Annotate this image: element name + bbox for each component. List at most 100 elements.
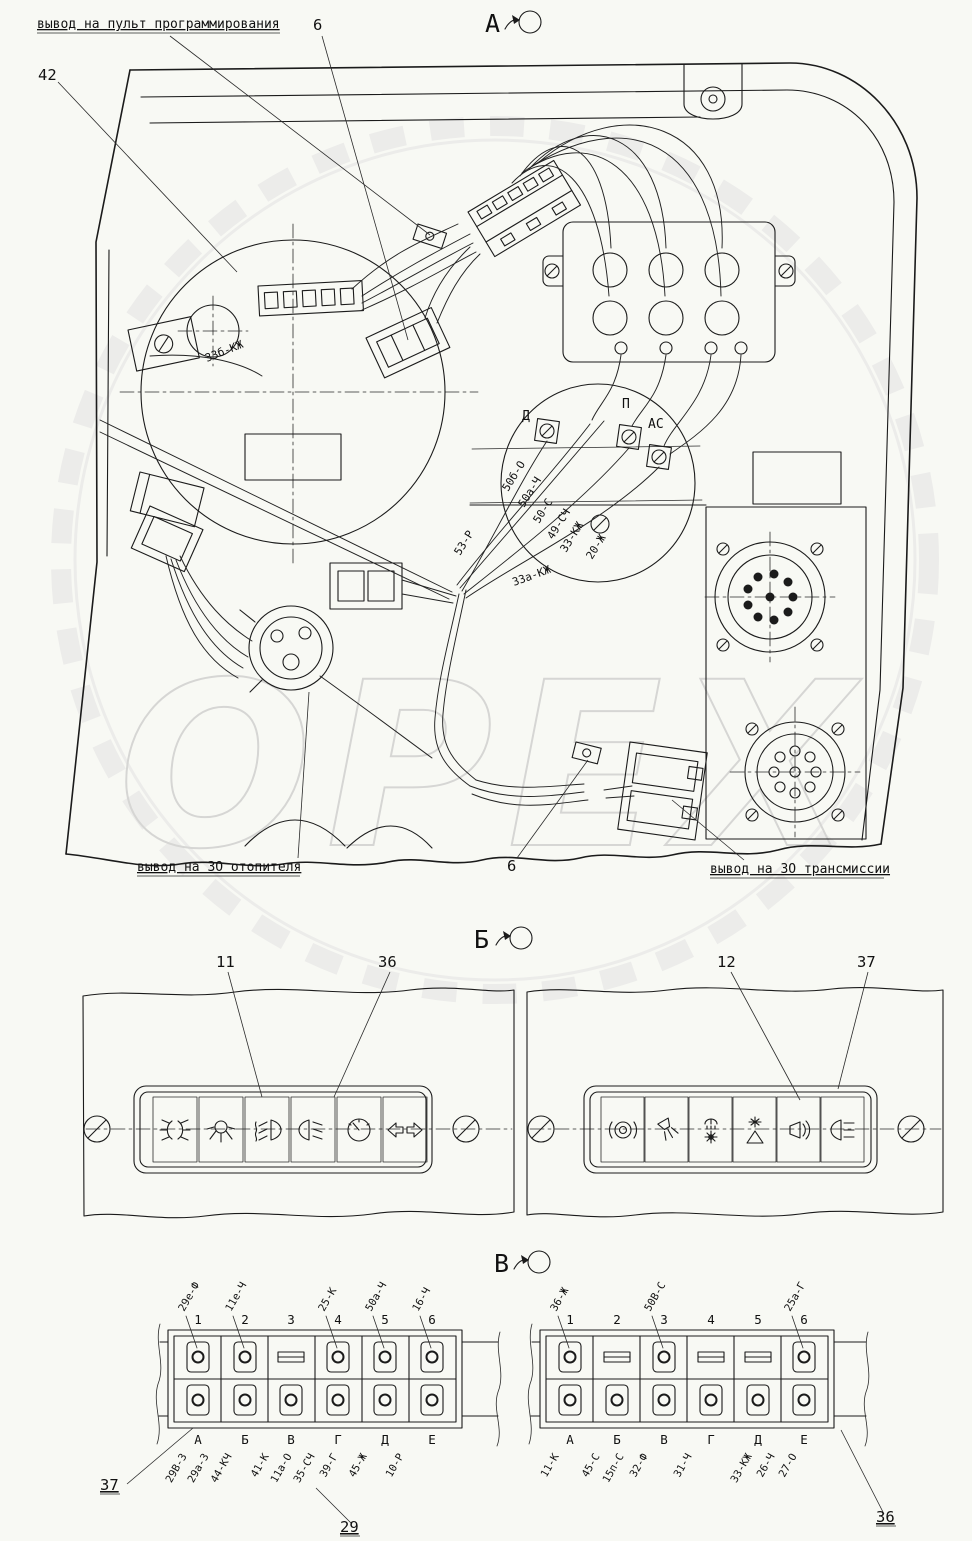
instrument-cluster-opening xyxy=(140,239,446,545)
work-light-icon xyxy=(206,1120,236,1143)
pin-number: 1 xyxy=(566,1312,574,1327)
mid-connector xyxy=(329,562,403,610)
wire-tag: 39-Г xyxy=(318,1452,341,1480)
wire-tag: 10-Р xyxy=(384,1452,407,1480)
terminal xyxy=(186,1341,210,1373)
pin-number: 6 xyxy=(428,1312,436,1327)
programming-connector xyxy=(257,280,364,317)
pin-letter: Б xyxy=(241,1432,249,1447)
connector-left-top-tags: 29е-Ф 11е-Ч 25-К 50а-Ч 16-Ч xyxy=(176,1280,433,1313)
screw-icon xyxy=(745,722,845,822)
tag-leaders xyxy=(185,1315,432,1349)
terminal xyxy=(420,1384,444,1416)
watermark-text: ОРЕХ xyxy=(118,633,866,899)
callout-leaders xyxy=(100,1427,896,1537)
terminal xyxy=(746,1384,770,1416)
pin-letter: Е xyxy=(428,1432,436,1447)
view-v: В xyxy=(100,1249,896,1537)
pin-letter: Б xyxy=(613,1432,621,1447)
terminal xyxy=(373,1341,397,1373)
bolt xyxy=(590,514,610,534)
view-a-title: А xyxy=(485,9,500,38)
callout-programming: вывод на пульт программирования xyxy=(37,17,280,32)
harness-connector-top xyxy=(467,159,582,258)
empty-slot xyxy=(603,1351,631,1363)
callout-6-top: 6 xyxy=(313,16,322,34)
front-fog-light-icon xyxy=(254,1119,282,1142)
cable-clamp-bottom xyxy=(571,741,602,765)
empty-slot xyxy=(744,1351,772,1363)
wire-tag: 26-Ч xyxy=(755,1452,778,1480)
terminal-p-bolt xyxy=(616,424,642,450)
terminal-d-label: Д xyxy=(522,409,530,424)
left-bracket-lower xyxy=(129,471,205,528)
pin-letter: В xyxy=(287,1432,295,1447)
lamp-panel xyxy=(542,221,796,363)
connector-right-top-tags: 36-Ж 50В-С 25а-Г xyxy=(548,1280,808,1313)
callout-12: 12 xyxy=(717,953,736,971)
terminal-p-label: П xyxy=(622,397,630,412)
terminal-as-label: АС xyxy=(648,417,664,432)
wire-tag: 11-К xyxy=(539,1451,562,1479)
terminal xyxy=(279,1384,303,1416)
pin-number: 2 xyxy=(613,1312,621,1327)
callout-37: 37 xyxy=(857,953,876,971)
left-connector-stack xyxy=(130,505,204,573)
pin-letter: А xyxy=(566,1432,574,1447)
terminal xyxy=(792,1384,816,1416)
screw-icon xyxy=(897,1115,925,1143)
brake-warning-icon xyxy=(608,1121,638,1139)
heater-washer-icon xyxy=(704,1118,718,1144)
panel-outline xyxy=(65,62,918,867)
wire-label: 53-Р xyxy=(452,528,477,558)
wire-tag: 44-КЧ xyxy=(208,1452,234,1485)
wire-label: 33а-КЖ xyxy=(511,563,553,589)
connector-right-bottom-tags: 11-К 45-С 15п-С 32-Ф 31-Ч 33-КЖ 26-Ч 27-… xyxy=(539,1451,800,1485)
terminal xyxy=(605,1384,629,1416)
low-beam-headlight-icon xyxy=(298,1119,323,1141)
terminal-as-bolt xyxy=(646,444,672,470)
panel-inner-lines xyxy=(106,89,895,849)
empty-slot xyxy=(277,1351,305,1363)
pin-number: 4 xyxy=(707,1312,715,1327)
wire-tag: 50В-С xyxy=(642,1280,668,1313)
pin-number: 1 xyxy=(194,1312,202,1327)
horn-icon xyxy=(789,1120,811,1140)
terminal xyxy=(699,1384,723,1416)
switch-cells xyxy=(152,1096,428,1163)
callout-leaders xyxy=(227,971,869,1101)
wire-tag: 11е-Ч xyxy=(223,1280,249,1313)
pin-number: 2 xyxy=(241,1312,249,1327)
wire-tag: 50а-Ч xyxy=(363,1280,389,1313)
switch-cells xyxy=(600,1096,865,1163)
fan-hazard-icon xyxy=(746,1116,764,1144)
cable-clamp-top xyxy=(412,223,448,250)
empty-slot xyxy=(697,1351,725,1363)
wire-label: 20-Ж xyxy=(584,532,609,562)
callout-6-bottom: 6 xyxy=(507,857,516,875)
pin-letter: Д xyxy=(381,1432,389,1447)
callout-36: 36 xyxy=(378,953,397,971)
instrument-gauge-icon xyxy=(347,1118,371,1142)
left-clamp-upper xyxy=(127,316,200,372)
wire-tag: 16-Ч xyxy=(410,1286,433,1314)
pin-number: 3 xyxy=(287,1312,295,1327)
round-connector-1 xyxy=(704,531,836,663)
mount-ear-right xyxy=(774,255,796,287)
callout-37: 37 xyxy=(100,1476,119,1494)
terminal xyxy=(373,1384,397,1416)
terminal xyxy=(233,1341,257,1373)
wiring-harness xyxy=(99,124,742,806)
wire-tag: 31-Ч xyxy=(672,1452,695,1480)
connector-left-bottom-tags: 29В-З 29а-З 44-КЧ 41-К 11а-О 35-СЧ 39-Г … xyxy=(163,1451,406,1485)
terminal xyxy=(652,1384,676,1416)
callout-36: 36 xyxy=(876,1508,895,1526)
connector-right-pin-letters: А Б В Г Д Е xyxy=(566,1432,808,1447)
terminal xyxy=(326,1384,350,1416)
pin-letter: В xyxy=(660,1432,668,1447)
terminal xyxy=(186,1384,210,1416)
rotated-view-icon xyxy=(513,1250,551,1274)
view-v-title: В xyxy=(494,1249,509,1278)
connector-left-pin-numbers: 1 2 3 4 5 6 xyxy=(194,1312,436,1327)
callout-leaders xyxy=(37,32,884,879)
